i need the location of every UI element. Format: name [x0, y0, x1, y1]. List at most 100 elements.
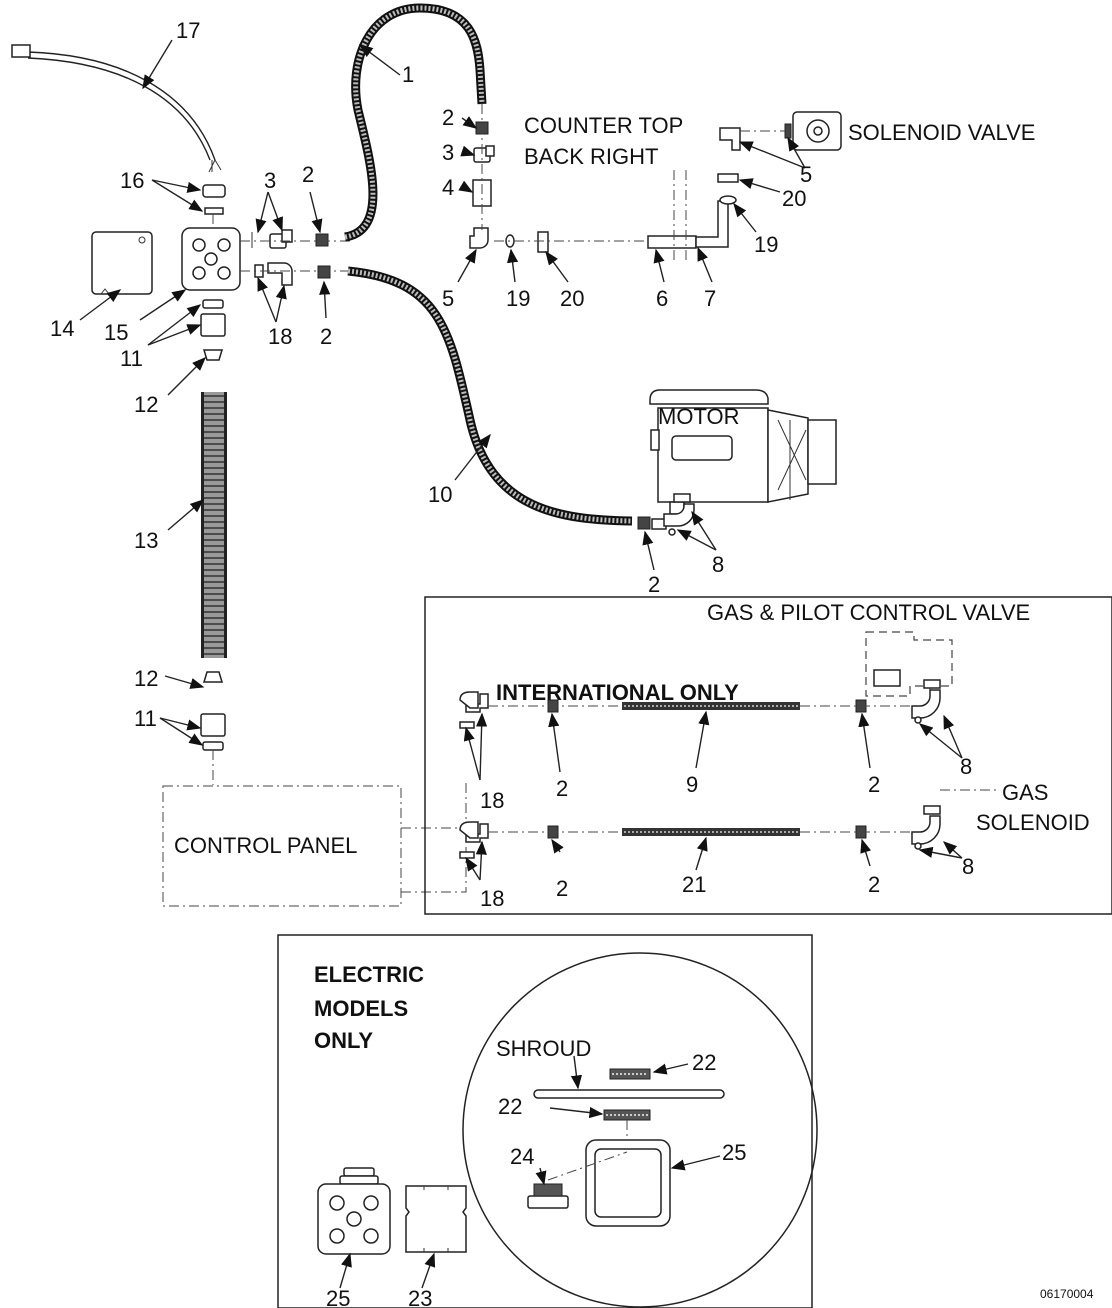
callout-9: 9	[686, 772, 698, 797]
callout-18a: 18	[268, 324, 292, 349]
leader-3a	[255, 191, 269, 234]
models-label: MODELS	[314, 996, 408, 1021]
callout-3: 3	[264, 168, 276, 193]
leader-10	[454, 433, 491, 481]
callout-25b: 25	[326, 1286, 350, 1308]
hose-10	[347, 266, 633, 526]
callout-25a: 25	[722, 1140, 746, 1165]
callout-10: 10	[428, 482, 452, 507]
leader-17	[142, 39, 173, 90]
leader-8c	[918, 723, 963, 759]
leader-18b	[275, 284, 287, 323]
callout-20a: 20	[560, 286, 584, 311]
callout-5a: 5	[442, 286, 454, 311]
leader-2e	[548, 712, 561, 773]
callout-23: 23	[408, 1286, 432, 1308]
leader-1	[358, 44, 401, 76]
callout-18c: 18	[480, 788, 504, 813]
horizontal-fittings	[505, 200, 729, 253]
power-cord	[11, 44, 222, 173]
callout-22b: 22	[498, 1094, 522, 1119]
callout-15: 15	[104, 320, 128, 345]
solenoid-valve-label: SOLENOID VALVE	[848, 120, 1035, 145]
leader-2h	[860, 838, 872, 867]
motor	[649, 389, 837, 515]
leader-16a	[151, 179, 202, 193]
callout-19b: 19	[754, 232, 778, 257]
leader-20a	[545, 250, 569, 283]
drawing-number: 06170004	[1040, 1287, 1094, 1301]
callout-7: 7	[704, 286, 716, 311]
callout-2h: 2	[868, 872, 880, 897]
leader-21	[695, 836, 708, 871]
callout-2f: 2	[868, 772, 880, 797]
callout-8a: 8	[712, 552, 724, 577]
leader-8b	[691, 510, 717, 551]
cover-23	[405, 1185, 467, 1253]
solenoid-label: SOLENOID	[976, 810, 1090, 835]
callout-2c: 2	[442, 105, 454, 130]
control-panel-link-a	[401, 780, 467, 829]
leader-20b	[738, 178, 781, 193]
callout-24: 24	[510, 1144, 534, 1169]
leader-15	[139, 289, 187, 321]
leader-2b	[319, 280, 331, 319]
leader-5b	[738, 141, 806, 169]
callout-16: 16	[120, 168, 144, 193]
callout-17: 17	[176, 18, 200, 43]
callout-18e: 18	[480, 886, 504, 911]
callout-14: 14	[50, 316, 74, 341]
callout-3c: 3	[442, 140, 454, 165]
callout-13: 13	[134, 528, 158, 553]
callout-8c: 8	[960, 754, 972, 779]
control-panel-box	[162, 785, 402, 907]
callout-4: 4	[442, 175, 454, 200]
leader-19b	[733, 202, 757, 233]
conduit-fitting-top	[200, 299, 226, 361]
callout-1: 1	[402, 62, 414, 87]
shroud-label: SHROUD	[496, 1036, 591, 1061]
leader-12a	[167, 357, 206, 396]
leader-22b	[549, 1106, 604, 1119]
leader-9	[695, 710, 710, 769]
leader-13	[167, 499, 205, 531]
vertical-conduit	[201, 392, 227, 658]
motor-fittings	[637, 493, 695, 536]
leader-3c	[460, 145, 476, 157]
leader-2g	[551, 838, 564, 854]
callout-11-bottom: 11	[134, 706, 157, 731]
callout-2e: 2	[556, 776, 568, 801]
leader-6	[653, 248, 665, 283]
leader-2a	[309, 191, 323, 234]
hose-1	[343, 3, 487, 242]
conduit-fitting-bottom	[200, 671, 226, 751]
solenoid-valve	[717, 111, 842, 205]
electric-label: ELECTRIC	[314, 962, 424, 987]
electric-box	[277, 934, 813, 1308]
leader-2c	[461, 116, 478, 129]
callout-12-top: 12	[134, 392, 158, 417]
callout-12-bottom: 12	[134, 666, 158, 691]
leader-18d	[476, 712, 488, 781]
callout-20b: 20	[782, 186, 806, 211]
callout-2b: 2	[320, 324, 332, 349]
leader-shroud	[570, 1055, 582, 1090]
callout-6: 6	[656, 286, 668, 311]
motor-label: MOTOR	[658, 404, 739, 429]
leader-11a	[147, 304, 202, 346]
leader-8f	[942, 841, 963, 859]
leader-11b	[147, 324, 202, 346]
callout-2a: 2	[302, 162, 314, 187]
leader-2f	[858, 712, 871, 769]
leader-8d	[943, 714, 963, 759]
callout-19a: 19	[506, 286, 530, 311]
shroud-detail	[527, 1068, 725, 1227]
leader-25b	[339, 1252, 352, 1289]
leader-14	[79, 289, 122, 321]
callout-21: 21	[682, 872, 706, 897]
international-box	[424, 596, 1112, 915]
strain-relief	[202, 184, 226, 215]
control-panel-link-b	[401, 845, 467, 893]
leader-8a	[676, 529, 717, 551]
